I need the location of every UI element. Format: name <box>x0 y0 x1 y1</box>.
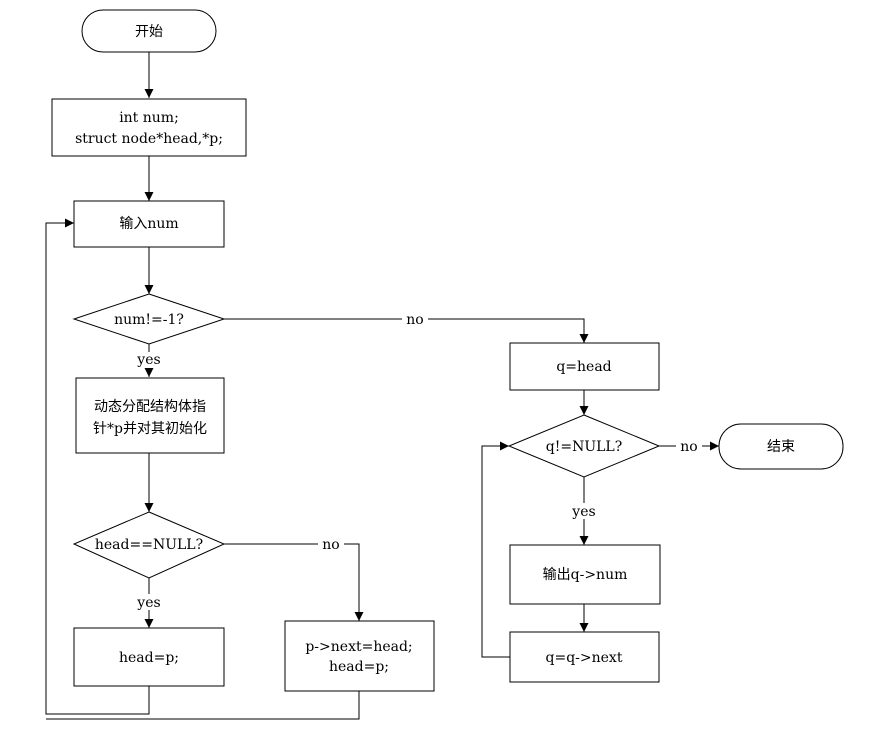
q-init-box <box>509 342 660 391</box>
alloc-box <box>75 377 225 454</box>
end-terminal-shape <box>718 423 844 470</box>
start-terminal-shape <box>81 9 217 53</box>
insert-node: p->next=head; head=p; <box>284 620 435 692</box>
cond-q-diamond <box>507 414 661 478</box>
alloc-line-1: 动态分配结构体指 <box>94 399 206 415</box>
alloc-line-2: 针*p并对其初始化 <box>93 420 207 437</box>
insert-line-1: p->next=head; <box>305 639 412 655</box>
edge-label-cond-q-no: no <box>680 439 697 455</box>
edge-head-assign-loop <box>45 218 150 715</box>
edge-label-cond-num-no: no <box>406 312 423 328</box>
q-init-label: q=head <box>556 359 611 375</box>
cond-head-node: head==NULL? <box>72 511 226 579</box>
head-assign-label: head=p; <box>119 650 179 666</box>
edge-cond-num-no <box>224 318 589 343</box>
cond-q-node: q!=NULL? <box>507 414 661 478</box>
declare-line-1: int num; <box>119 110 179 126</box>
edge-label-cond-head-yes: yes <box>136 595 160 611</box>
cond-q-label: q!=NULL? <box>546 439 622 455</box>
print-box <box>509 544 661 605</box>
print-node: 输出q->num <box>509 544 661 605</box>
head-assign-node: head=p; <box>73 627 225 687</box>
insert-line-2: head=p; <box>329 659 389 675</box>
edge-label-cond-head-no: no <box>322 537 339 553</box>
cond-num-node: num!=-1? <box>72 293 226 345</box>
edge-cond-head-no <box>224 543 364 621</box>
advance-node: q=q->next <box>509 631 660 683</box>
advance-label: q=q->next <box>546 650 623 666</box>
cond-num-diamond <box>72 293 226 345</box>
end-node: 结束 <box>718 423 844 470</box>
head-assign-box <box>73 627 225 687</box>
cond-num-label: num!=-1? <box>114 312 184 328</box>
input-node: 输入num <box>73 200 225 248</box>
edge-label-cond-num-yes: yes <box>136 352 160 368</box>
declare-node: int num; struct node*head,*p; <box>51 98 247 157</box>
cond-head-diamond <box>72 511 226 579</box>
advance-box <box>509 631 660 683</box>
start-label: 开始 <box>135 24 163 40</box>
print-label: 输出q->num <box>543 567 628 583</box>
q-init-node: q=head <box>509 342 660 391</box>
declare-line-2: struct node*head,*p; <box>75 131 223 147</box>
input-label: 输入num <box>119 216 178 232</box>
cond-head-label: head==NULL? <box>95 537 203 553</box>
input-box <box>73 200 225 248</box>
edge-advance-loop <box>481 441 510 658</box>
insert-box <box>284 620 435 692</box>
declare-box <box>51 98 247 157</box>
end-label: 结束 <box>767 439 795 455</box>
edge-insert-loop <box>46 691 360 720</box>
edge-labels: yes no yes no yes no <box>132 311 702 611</box>
edge-label-cond-q-yes: yes <box>571 504 595 520</box>
alloc-node: 动态分配结构体指 针*p并对其初始化 <box>75 377 225 454</box>
start-node: 开始 <box>81 9 217 53</box>
